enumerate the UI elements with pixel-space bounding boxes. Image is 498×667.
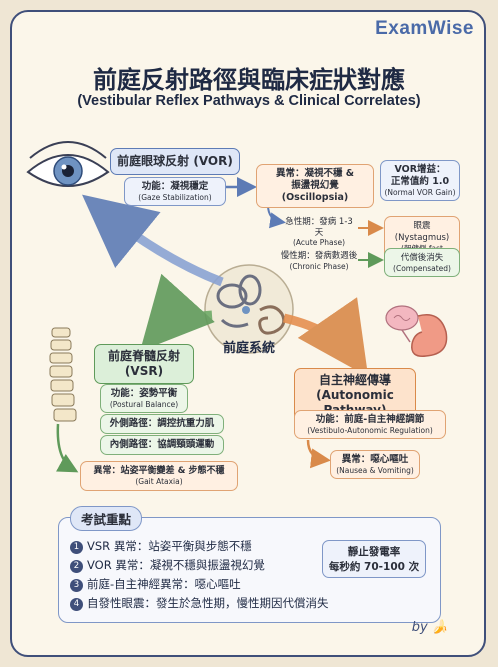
vor-abnormal-zh: 異常：凝視不穩 & xyxy=(275,168,355,179)
compensated-zh: 代償後消失 xyxy=(400,253,444,263)
vor-gain-en: (Normal VOR Gain) xyxy=(384,187,456,197)
vsr-title: 前庭脊髓反射 xyxy=(107,349,180,363)
exam-point-text: 前庭-自主神經異常：噁心嘔吐 xyxy=(87,577,241,591)
autonomic-title: 自主神經傳導 xyxy=(318,373,391,387)
vor-function-zh: 功能：凝視穩定 xyxy=(141,181,209,192)
inner-ear-icon xyxy=(204,264,294,354)
compensated-box: 代償後消失 (Compensated) xyxy=(384,248,460,278)
vor-gain-zh: VOR增益： xyxy=(394,164,446,175)
exam-points-title: 考試重點 xyxy=(70,506,143,531)
exam-point-4: 4 自發性眼震：發生於急性期，慢性期因代償消失 xyxy=(70,595,329,611)
autonomic-abnormal-box: 異常：噁心嘔吐 (Nausea & Vomiting) xyxy=(330,450,420,480)
vor-function-box: 功能：凝視穩定 (Gaze Stabilization) xyxy=(124,177,226,207)
acute-phase-zh: 急性期：發病 1-3 天 xyxy=(285,217,353,238)
chronic-phase-zh: 慢性期：發病數週後 xyxy=(280,251,358,261)
exam-point-1: 1 VSR 異常：站姿平衡與步態不穩 xyxy=(70,538,252,554)
vsr-abnormal-box: 異常：站姿平衡變差 & 步態不穩 (Gait Ataxia) xyxy=(80,461,238,491)
exam-point-text: VOR 異常：凝視不穩與振盪視幻覺 xyxy=(87,558,265,572)
autonomic-function-box: 功能：前庭-自主神經調節 (Vestibulo-Autonomic Regula… xyxy=(294,410,446,440)
vsr-title-abbr: (VSR) xyxy=(124,364,164,378)
vor-function-en: (Gaze Stabilization) xyxy=(138,192,212,202)
vsr-medial-path: 內側路徑：協調頸頭運動 xyxy=(109,439,215,450)
vor-title-box: 前庭眼球反射 (VOR) xyxy=(110,148,240,175)
vor-title: 前庭眼球反射 (VOR) xyxy=(117,154,233,168)
vsr-function-en: (Postural Balance) xyxy=(109,399,179,409)
acute-phase-en: (Acute Phase) xyxy=(292,238,346,248)
exam-point-3: 3 前庭-自主神經異常：噁心嘔吐 xyxy=(70,576,241,592)
vsr-lateral-path: 外側路徑：調控抗重力肌 xyxy=(109,418,215,429)
exam-point-text: 自發性眼震：發生於急性期，慢性期因代償消失 xyxy=(87,596,329,610)
firing-rate-box: 靜止發電率 每秒約 70-100 次 xyxy=(322,540,426,578)
firing-rate-value: 每秒約 70-100 次 xyxy=(328,560,420,573)
chronic-phase-text: 慢性期：發病數週後 (Chronic Phase) xyxy=(280,251,358,271)
vestibular-system-label: 前庭系統 xyxy=(222,341,275,356)
signature-text: by xyxy=(411,620,428,635)
firing-rate-label: 靜止發電率 xyxy=(347,546,401,558)
vsr-abnormal-zh: 異常：站姿平衡變差 & 步態不穩 xyxy=(93,466,225,476)
vor-gain-box: VOR增益： 正常值約 1.0 (Normal VOR Gain) xyxy=(380,160,460,202)
page-subtitle: (Vestibular Reflex Pathways & Clinical C… xyxy=(77,93,421,109)
autonomic-abnormal-zh: 異常：噁心嘔吐 xyxy=(341,454,409,465)
exam-point-number: 3 xyxy=(70,579,83,592)
vsr-title-box: 前庭脊髓反射 (VSR) xyxy=(94,344,194,384)
vor-abnormal-zh2: 振盪視幻覺 (Oscillopsia) xyxy=(281,179,349,203)
autonomic-function-zh: 功能：前庭-自主神經調節 xyxy=(315,414,425,425)
autonomic-abnormal-en: (Nausea & Vomiting) xyxy=(336,465,414,475)
signature: by 🍌 xyxy=(412,620,448,635)
vsr-medial-box: 內側路徑：協調頸頭運動 xyxy=(100,435,224,455)
eye-icon xyxy=(26,141,110,187)
brand-logo: ExamWise xyxy=(375,18,474,39)
banana-icon: 🍌 xyxy=(431,620,448,635)
page-title: 前庭反射路徑與臨床症狀對應 xyxy=(93,66,405,94)
exam-point-2: 2 VOR 異常：凝視不穩與振盪視幻覺 xyxy=(70,557,265,573)
vsr-function-box: 功能：姿勢平衡 (Postural Balance) xyxy=(100,384,188,414)
vsr-function-zh: 功能：姿勢平衡 xyxy=(110,388,178,399)
vor-gain-zh2: 正常值約 1.0 xyxy=(390,175,450,187)
vsr-lateral-box: 外側路徑：調控抗重力肌 xyxy=(100,414,224,434)
compensated-en: (Compensated) xyxy=(393,263,451,273)
exam-point-number: 2 xyxy=(70,560,83,573)
exam-point-text: VSR 異常：站姿平衡與步態不穩 xyxy=(87,539,252,553)
spine-icon xyxy=(49,327,77,422)
brain-stomach-icon xyxy=(385,305,448,357)
vor-abnormal-box: 異常：凝視不穩 & 振盪視幻覺 (Oscillopsia) xyxy=(256,164,374,208)
nystagmus-zh: 眼震 (Nystagmus) xyxy=(394,221,450,243)
acute-phase-text: 急性期：發病 1-3 天 (Acute Phase) xyxy=(280,217,358,248)
exam-point-number: 1 xyxy=(70,541,83,554)
exam-point-number: 4 xyxy=(70,598,83,611)
chronic-phase-en: (Chronic Phase) xyxy=(289,261,349,271)
autonomic-function-en: (Vestibulo-Autonomic Regulation) xyxy=(307,425,433,435)
vsr-abnormal-en: (Gait Ataxia) xyxy=(135,477,183,487)
